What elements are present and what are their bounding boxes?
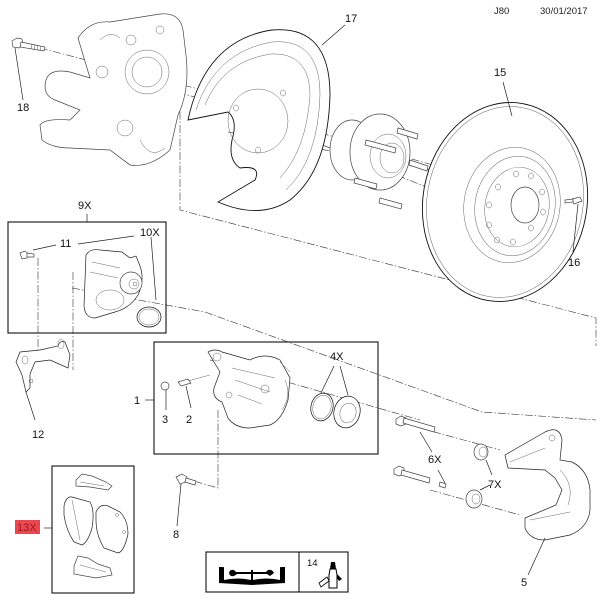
callout-5: 5 — [521, 577, 527, 589]
lubricant-bottle-icon[interactable] — [318, 562, 342, 589]
callout-2: 2 — [186, 414, 192, 426]
callout-6x: 6X — [428, 454, 442, 466]
part-caliper-body — [207, 349, 291, 429]
callout-16: 16 — [568, 257, 580, 269]
callout-11: 11 — [60, 238, 71, 250]
wheel-studs — [353, 127, 429, 210]
part-5-carrier-bracket[interactable]: 5 — [504, 429, 591, 589]
box-1-caliper-assembly[interactable]: 1 4X 2 3 — [134, 341, 379, 455]
box-9x-actuator-kit[interactable]: 9X 10X 11 — [7, 200, 167, 334]
part-pad-clips-top — [75, 473, 113, 491]
callout-10x: 10X — [140, 227, 160, 239]
callout-9x: 9X — [78, 200, 92, 212]
part-7x-guide-boots[interactable]: 7X — [465, 443, 502, 509]
part-11-screw[interactable]: 11 — [19, 235, 135, 260]
part-15-brake-disc[interactable]: 15 — [407, 67, 600, 315]
repair-manual-icon[interactable] — [219, 563, 285, 585]
part-8-bracket-bolt[interactable]: 8 — [173, 473, 197, 541]
highlight-marker — [15, 520, 40, 534]
part-2-bleeder-valve[interactable]: 2 — [177, 374, 211, 426]
reference-box: 14 — [205, 551, 349, 593]
disc-bolt-holes — [486, 170, 546, 246]
part-10x-o-ring[interactable]: 10X — [136, 227, 162, 328]
callout-15: 15 — [494, 67, 506, 79]
diagram-code: J80 — [494, 6, 509, 17]
callout-3: 3 — [162, 414, 168, 426]
diagram-date: 30/01/2017 — [540, 6, 588, 17]
box-13x-brake-pad-kit[interactable]: 13X — [15, 465, 135, 594]
part-6x-guide-pins[interactable]: 6X — [393, 415, 447, 489]
part-brake-pad-outer — [95, 504, 129, 554]
part-4x-piston-seals[interactable]: 4X — [308, 351, 364, 431]
callout-1: 1 — [134, 395, 140, 407]
part-16-disc-screw[interactable]: 16 — [564, 196, 583, 269]
callout-8: 8 — [173, 529, 179, 541]
callout-13x: 13X — [17, 522, 37, 534]
wheel-hub-bearing — [329, 113, 429, 210]
steering-knuckle — [39, 13, 188, 166]
callout-7x: 7X — [488, 479, 502, 491]
part-brake-pad-inner — [63, 496, 94, 546]
callout-14: 14 — [307, 558, 318, 569]
part-17-dust-shield[interactable]: 17 — [187, 13, 357, 211]
callout-12: 12 — [32, 429, 44, 441]
part-18-knuckle-bolt[interactable]: 18 — [11, 37, 46, 114]
part-pad-clips-bottom — [73, 555, 113, 579]
callout-18: 18 — [17, 102, 29, 114]
part-actuator-motor — [83, 249, 143, 319]
callout-4x: 4X — [330, 351, 344, 363]
part-12-cable-bracket[interactable]: 12 — [15, 338, 71, 441]
part-3-bleeder-cap[interactable]: 3 — [160, 381, 170, 426]
callout-17: 17 — [345, 13, 357, 25]
